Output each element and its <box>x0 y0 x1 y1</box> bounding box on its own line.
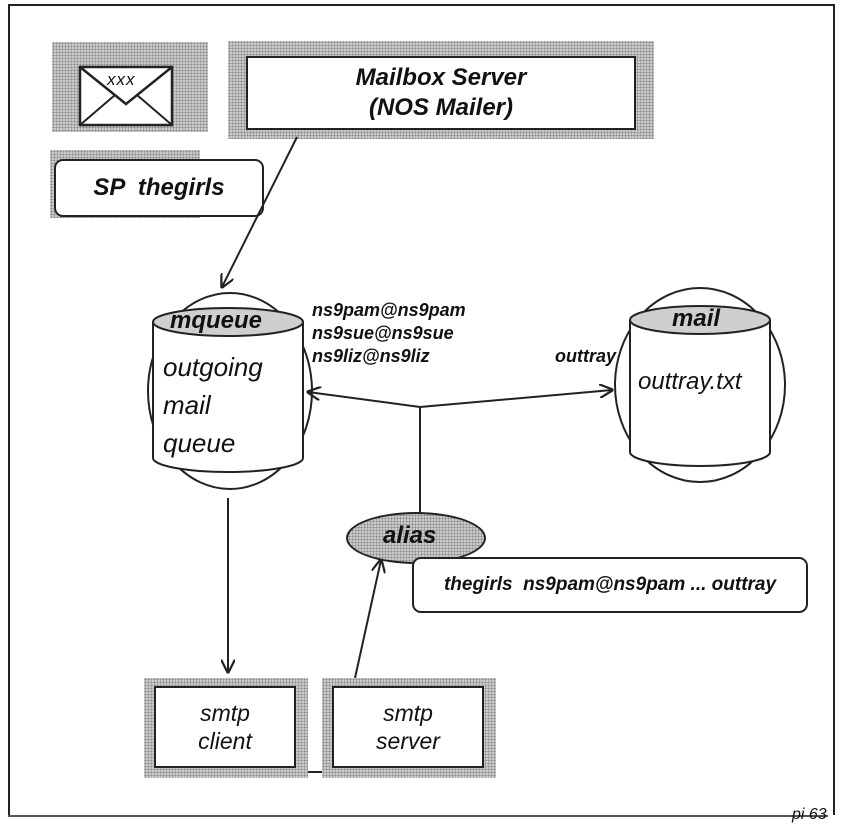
mqueue-line3: queue <box>163 428 236 458</box>
mqueue-line2: mail <box>163 390 211 420</box>
mail-title: mail <box>672 305 721 332</box>
smtp-client-line2: client <box>198 728 252 754</box>
mailbox-server-title: Mailbox Server <box>355 64 527 91</box>
alias-bubble <box>346 512 486 564</box>
arrow-alias-to-mail <box>419 390 612 408</box>
smtp-server-line1: smtp <box>383 700 433 726</box>
smtp-client-box: smtp client <box>154 686 296 768</box>
outtray-label: outtray <box>555 346 617 366</box>
mailbox-server-box: Mailbox Server (NOS Mailer) <box>246 56 636 130</box>
mailbox-server-subtitle: (NOS Mailer) <box>368 94 514 121</box>
mqueue-title: mqueue <box>170 307 263 334</box>
page-reference: pi 63 <box>792 806 827 823</box>
arrow-alias-to-mqueue <box>308 392 421 408</box>
alias-entry-box: thegirls ns9pam@ns9pam ... outtray <box>412 557 808 613</box>
envelope-marks: xxx <box>107 70 136 89</box>
address-1: ns9pam@ns9pam <box>312 300 466 320</box>
mail-cylinder <box>629 320 771 467</box>
address-3: ns9liz@ns9liz <box>312 346 430 366</box>
smtp-client-line1: smtp <box>200 700 250 726</box>
mail-cylinder-top <box>629 305 771 335</box>
frame-bottom-line <box>8 815 828 817</box>
alias-label: alias <box>383 522 437 549</box>
sp-command-box: SP thegirls <box>54 159 264 217</box>
smtp-server-box: smtp server <box>332 686 484 768</box>
mqueue-line1: outgoing <box>163 352 263 382</box>
mqueue-cylinder <box>152 322 304 473</box>
address-2: ns9sue@ns9sue <box>312 323 454 343</box>
diagram-frame <box>8 4 835 815</box>
arrow-server-to-alias <box>354 560 381 679</box>
mail-file: outtray.txt <box>638 368 742 395</box>
arrow-server-to-mqueue <box>222 136 298 287</box>
mqueue-cylinder-top <box>152 307 304 337</box>
smtp-server-line2: server <box>376 728 440 754</box>
